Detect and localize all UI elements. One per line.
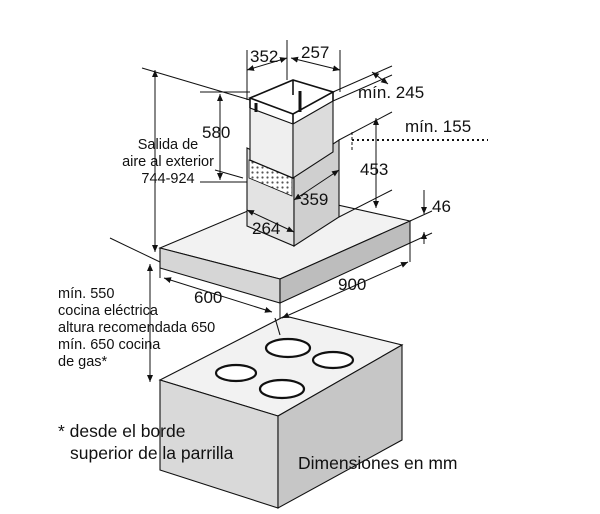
burner-back-left (264, 337, 312, 359)
mounting-height-line-5: de gas* (58, 354, 108, 370)
label-hood-width: 900 (338, 275, 367, 294)
mounting-height-line-1: mín. 550 (58, 286, 115, 302)
burner-front-left (214, 363, 258, 383)
outlet-note-line-3: 744-924 (141, 171, 195, 187)
label-inner-depth: 359 (300, 190, 329, 209)
label-chimney-width: 257 (301, 43, 330, 62)
mounting-height-note: mín. 550 cocina eléctrica altura recomen… (58, 286, 215, 371)
label-telescopic: 453 (360, 160, 389, 179)
center-leader (274, 317, 281, 336)
mounting-height-line-2: cocina eléctrica (58, 303, 158, 319)
footnote-line-1: * desde el borde (58, 421, 186, 441)
outlet-note-line-2: aire al exterior (122, 154, 214, 170)
burner-back-right (311, 350, 355, 370)
label-canopy-height: 46 (432, 197, 451, 216)
footnote: * desde el borde superior de la parrilla (58, 420, 233, 464)
outlet-note: Salida de aire al exterior 744-924 (110, 137, 226, 188)
footnote-line-2: superior de la parrilla (70, 443, 234, 463)
outlet-leader (214, 169, 244, 179)
label-hood-depth: 600 (194, 288, 223, 307)
outlet-note-line-1: Salida de (137, 137, 199, 153)
label-min-ceiling: mín. 155 (405, 117, 472, 136)
upper-chimney (249, 100, 334, 180)
cooktop (158, 315, 404, 509)
label-min-top: mín. 245 (358, 83, 425, 102)
label-chimney-depth: 352 (250, 47, 279, 66)
mounting-height-line-3: altura recomendada 650 (58, 320, 216, 336)
burner-front-right (258, 378, 306, 400)
label-chimney-height: 580 (202, 123, 231, 142)
mounting-height-line-4: mín. 650 cocina (58, 337, 161, 353)
units-caption: Dimensiones en mm (298, 453, 458, 473)
label-inner-width: 264 (252, 219, 281, 238)
dimension-lines (109, 40, 433, 382)
